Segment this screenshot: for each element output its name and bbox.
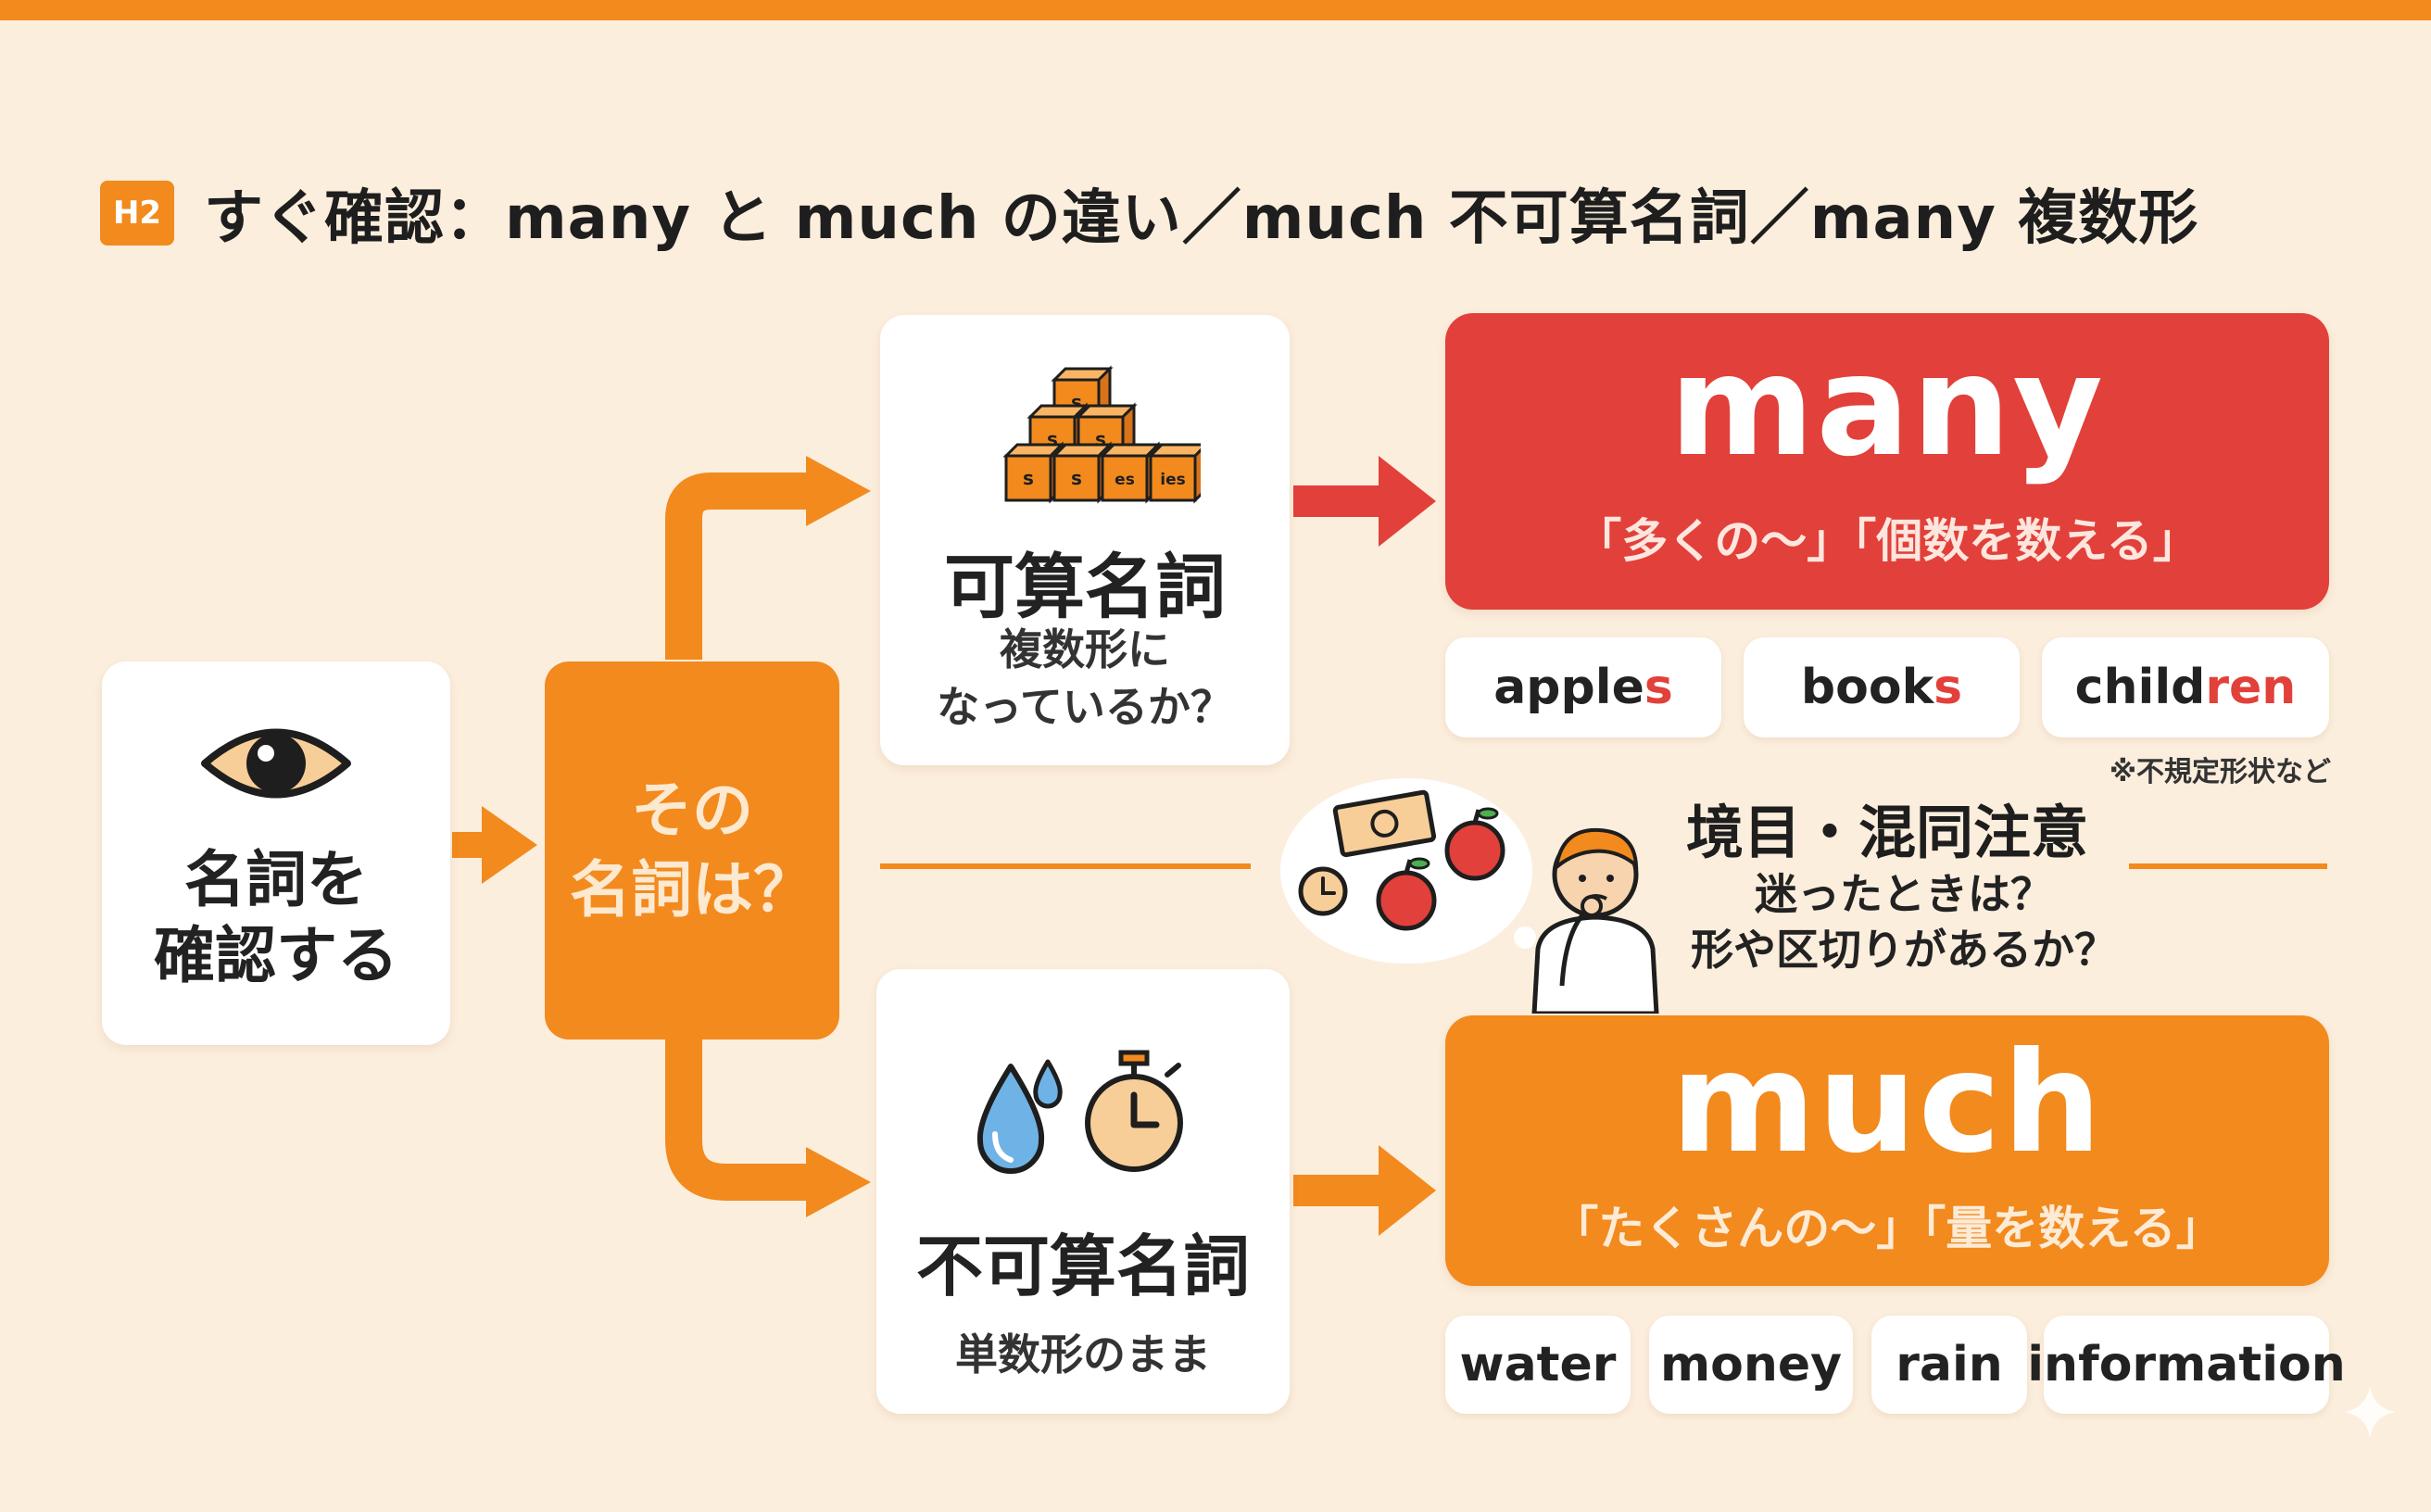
- branch-down-head: [806, 1147, 871, 1217]
- cube-label: s: [1071, 391, 1082, 413]
- boundary-question: 迷ったときは？ 形や区切りがあるか？: [1686, 867, 2122, 978]
- many-meaning: 「多くの～」「個数を数える」: [1575, 514, 2199, 568]
- clock-icon: [1298, 866, 1348, 916]
- apple-icon-1: [1376, 857, 1437, 931]
- much-example-water: water: [1445, 1316, 1631, 1414]
- h2-badge: H2: [100, 181, 174, 246]
- thinking-person-icon: [1531, 827, 1659, 1014]
- much-example-money: money: [1649, 1316, 1853, 1414]
- thought-bubble: [1280, 778, 1552, 966]
- many-word: many: [1669, 326, 2106, 487]
- boundary-line1: 迷ったときは？: [1755, 869, 2053, 919]
- example-stem: child: [2074, 660, 2206, 715]
- example-suffix: ren: [2205, 660, 2297, 715]
- arrow-much-shaft: [1293, 1175, 1386, 1206]
- countable-sub-line1: 複数形に: [1000, 624, 1170, 674]
- arrow-many-shaft: [1293, 485, 1386, 517]
- apple-icon-2: [1444, 807, 1505, 881]
- arrow-many-head: [1379, 456, 1436, 547]
- uncountable-card: 不可算名詞 単数形のまま: [876, 969, 1290, 1414]
- question-line2: 名詞は？: [570, 854, 814, 926]
- example-suffix: s: [1933, 660, 1963, 715]
- question-line1: その: [631, 775, 753, 847]
- cube-6: es: [1099, 441, 1162, 504]
- start-card: 名詞を 確認する: [102, 662, 450, 1045]
- water-drop-icon: [976, 1059, 1063, 1174]
- uncountable-title: 不可算名詞: [915, 1228, 1250, 1305]
- sparkle-icon: [2344, 1386, 2396, 1438]
- countable-title: 可算名詞: [944, 546, 1226, 628]
- eye-icon: [201, 728, 351, 798]
- divider-right: [2129, 863, 2327, 869]
- page-title: すぐ確認：many と much の違い／much 不可算名詞／many 複数形: [204, 184, 2199, 253]
- example-stem: apple: [1493, 660, 1644, 715]
- much-box: much 「たくさんの～」「量を数える」: [1445, 1015, 2329, 1286]
- much-word: much: [1670, 1023, 2104, 1184]
- cube-label: es: [1115, 471, 1135, 489]
- section-heading: H2 すぐ確認：many と much の違い／much 不可算名詞／many …: [100, 176, 2198, 253]
- countable-sub-line2: なっているか？: [937, 682, 1233, 733]
- question-card: その 名詞は？: [545, 662, 839, 1040]
- example-suffix: s: [1644, 660, 1673, 715]
- arrow-start-head: [482, 806, 537, 884]
- uncountable-subtitle: 単数形のまま: [955, 1329, 1211, 1380]
- boundary-line2: 形や区切りがあるか？: [1691, 924, 2117, 975]
- branch-up-line: [665, 472, 815, 660]
- cube-label: s: [1095, 428, 1106, 450]
- much-meaning: 「たくさんの～」「量を数える」: [1552, 1202, 2223, 1255]
- cube-7: ies: [1147, 443, 1201, 504]
- example-stem: book: [1800, 660, 1934, 715]
- much-example-rain: rain: [1871, 1316, 2027, 1414]
- boundary-title: 境目・混同注意: [1686, 799, 2089, 866]
- cube-label: s: [1071, 467, 1082, 489]
- many-note: ※不規定形状など: [2109, 756, 2331, 788]
- cube-label: s: [1047, 428, 1058, 450]
- start-label-line2: 確認する: [154, 920, 398, 991]
- much-example-information: information: [2027, 1316, 2346, 1414]
- start-label-line1: 名詞を: [184, 843, 368, 915]
- countable-subtitle: 複数形に なっているか？: [880, 621, 1290, 736]
- divider-left: [880, 863, 1251, 869]
- money-icon: [1332, 789, 1437, 858]
- many-box: many 「多くの～」「個数を数える」: [1445, 313, 2329, 610]
- cube-label: ies: [1160, 471, 1185, 489]
- arrow-much-head: [1379, 1145, 1436, 1236]
- timer-icon: [1085, 1050, 1183, 1172]
- branch-down-line: [665, 1038, 815, 1201]
- cube-label: s: [1023, 467, 1034, 489]
- branch-up-head: [806, 456, 871, 526]
- top-accent-bar: [0, 0, 2431, 20]
